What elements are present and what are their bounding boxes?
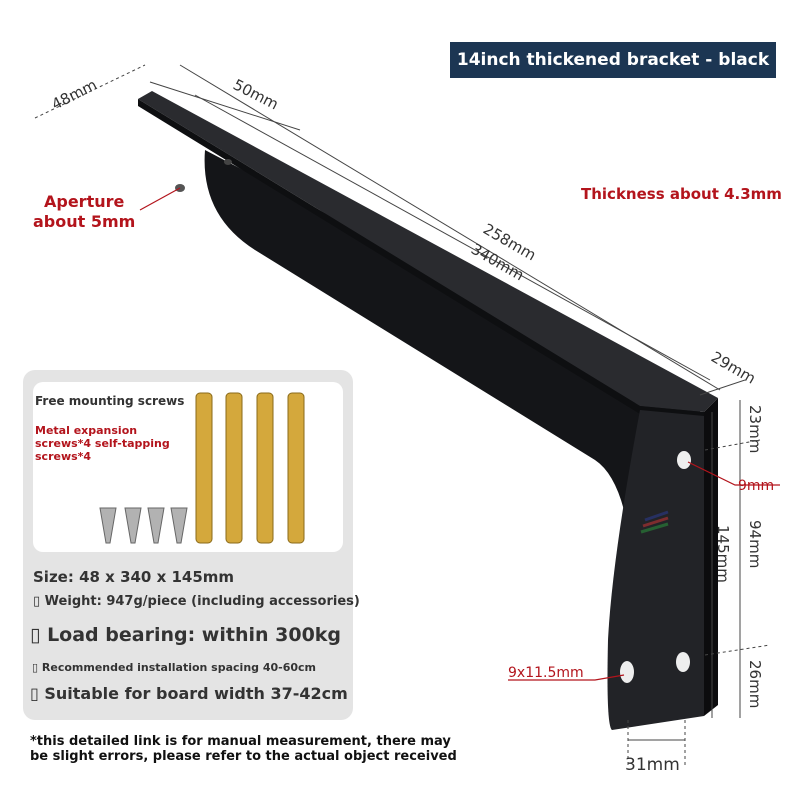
- aperture-note-line1: Aperture: [43, 192, 125, 211]
- dimension-lines: [34, 64, 771, 765]
- dim-48mm: 48mm: [49, 76, 100, 114]
- thickness-note: Thickness about 4.3mm: [581, 185, 782, 203]
- product-title: 14inch thickened bracket - black: [450, 42, 776, 78]
- bracket-top-plate: [138, 91, 718, 412]
- spec-load: ▯ Load bearing: within 300kg: [30, 624, 342, 646]
- bracket-side-edge: [704, 398, 718, 716]
- dim-145mm: 145mm: [714, 525, 732, 583]
- dim-26mm: 26mm: [746, 660, 764, 708]
- dim-50mm: 50mm: [230, 76, 281, 114]
- aperture-note: Aperture about 5mm: [33, 192, 135, 232]
- slot-label: 9x11.5mm: [508, 665, 584, 681]
- hole-lower: [676, 652, 690, 672]
- bracket-vertical-plate: [607, 410, 704, 730]
- dim-31mm: 31mm: [625, 755, 680, 775]
- spec-weight: ▯ Weight: 947g/piece (including accessor…: [33, 594, 360, 609]
- dim-94mm: 94mm: [746, 520, 764, 568]
- spec-board: ▯ Suitable for board width 37-42cm: [30, 684, 348, 703]
- accessories-heading: Free mounting screws: [35, 394, 185, 408]
- hole-top-plate: [224, 159, 232, 165]
- watermark-logo: [640, 510, 669, 534]
- spec-size: Size: 48 x 340 x 145mm: [33, 568, 235, 586]
- aperture-note-line2: about 5mm: [33, 212, 136, 231]
- dim-23mm: 23mm: [746, 405, 764, 453]
- bracket-gusset: [204, 150, 701, 645]
- dim-29mm: 29mm: [708, 348, 759, 388]
- disclaimer: *this detailed link is for manual measur…: [30, 734, 457, 764]
- spec-spacing: ▯ Recommended installation spacing 40-60…: [32, 661, 317, 674]
- callout-lines: [139, 187, 780, 681]
- slot-hole: [620, 661, 634, 683]
- hole-9mm: [677, 451, 691, 469]
- accessories-description: Metal expansion screws*4 self-tapping sc…: [35, 424, 170, 463]
- hole-9mm-label: 9mm: [738, 478, 774, 494]
